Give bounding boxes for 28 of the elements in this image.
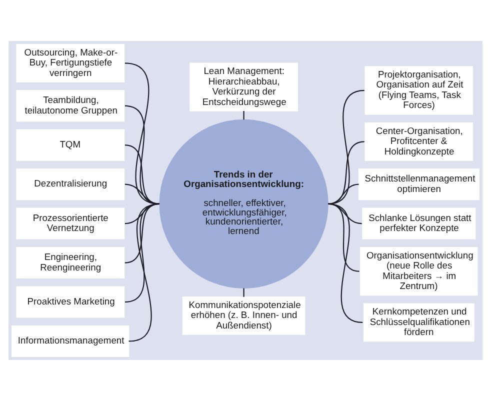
connector [243, 110, 244, 120]
node-box: TQM [16, 128, 125, 160]
node-box: Teambildung, teilautonome Gruppen [16, 90, 125, 122]
node-box: Kommunikationspotenziale erhöhen (z. B. Innen- und Außendienst) [182, 296, 306, 334]
node-box: Lean Management: Hierarchieabbau, Verkürzung der Entscheidungswege [190, 62, 298, 111]
connector [124, 104, 160, 204]
node-box: Kernkompetenzen und Schlüsselqualifikationen fördern [363, 302, 474, 342]
node-box: Engineering, Reengineering [16, 246, 125, 278]
connector [328, 89, 364, 204]
connector [328, 140, 364, 204]
connector [328, 202, 363, 323]
node-box: Outsourcing, Make-or-Buy, Fertigungstiefe verringern [16, 43, 125, 82]
node-circle: Trends in der Organisationsentwicklung: schneller, effektiver, entwicklungsfähiger, kundenorientierter, lernend [159, 118, 328, 288]
node-box: Informationsmanagement [12, 324, 130, 357]
node-box: Dezentralisierung [16, 168, 125, 200]
connector [243, 288, 244, 296]
connector [124, 62, 160, 204]
connector [328, 183, 359, 204]
node-box: Center-Organisation, Profitcenter & Holdingkonzepte [364, 122, 474, 160]
node-box: Schnittstellenmanagement optimieren [358, 168, 480, 200]
connector [128, 202, 160, 342]
node-box: Organisationsentwicklung (neue Rolle des Mitarbeiters → im Zentrum) [360, 246, 478, 296]
node-box: Prozessorientierte Vernetzung [16, 207, 125, 239]
node-box: Schlanke Lösungen statt perfekter Konzepte [362, 207, 476, 239]
connector [124, 183, 160, 204]
node-box: Projektorganisation, Organisation auf Zeit (Flying Teams, Task Forces) [364, 66, 474, 114]
node-box: Proaktives Marketing [16, 286, 125, 318]
connector [124, 144, 160, 204]
